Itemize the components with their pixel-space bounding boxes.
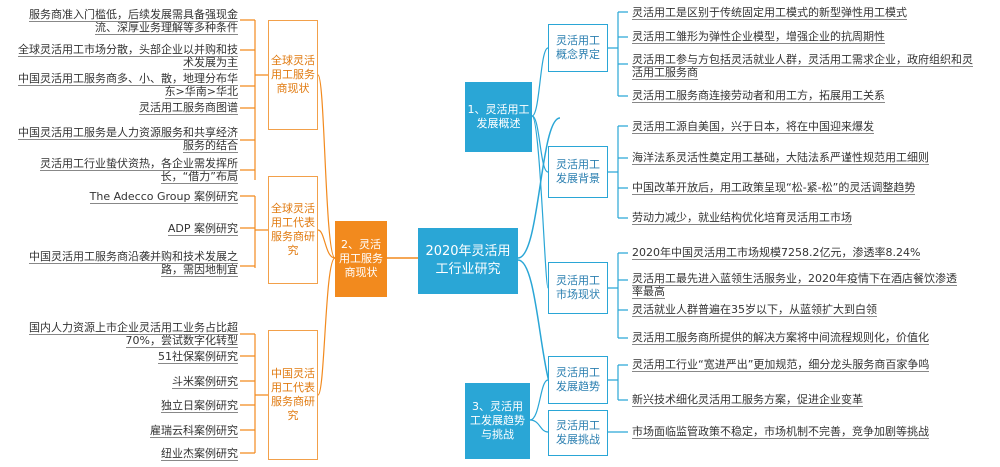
leaf-item[interactable]: 服务商准入门槛低，后续发展需具备强现金流、深厚业务理解等多种条件 xyxy=(29,8,238,35)
connector xyxy=(531,115,549,173)
connector xyxy=(529,379,549,421)
leaf-item[interactable]: 灵活用工是区别于传统固定用工模式的新型弹性用工模式 xyxy=(632,6,907,20)
node-label: 灵活用工发展背景 xyxy=(556,158,600,185)
leaf-item[interactable]: 中国灵活用工服务商多、小、散，地理分布华东>华南>华北 xyxy=(18,72,238,99)
node-label: 灵活用工发展挑战 xyxy=(556,419,600,446)
connector xyxy=(317,74,336,259)
connector xyxy=(608,125,628,219)
node-background[interactable]: 灵活用工发展背景 xyxy=(548,146,608,198)
branch-overview[interactable]: 1、灵活用工发展概述 xyxy=(465,82,532,152)
leaf-item[interactable]: 雇瑞云科案例研究 xyxy=(150,424,238,438)
leaf-item[interactable]: 2020年中国灵活用工市场规模7258.2亿元，渗透率8.24% xyxy=(632,246,921,260)
node-challenge[interactable]: 灵活用工发展挑战 xyxy=(548,410,608,456)
connector xyxy=(240,19,268,180)
node-market[interactable]: 灵活用工市场现状 xyxy=(548,262,608,314)
leaf-item[interactable]: 海洋法系灵活性奠定用工基础，大陆法系严谨性规范用工细则 xyxy=(632,151,929,165)
connector xyxy=(317,229,336,259)
connector xyxy=(608,11,628,97)
connector xyxy=(608,364,628,401)
connector xyxy=(317,257,336,396)
node-label: 全球灵活用工代表服务商研究 xyxy=(271,202,315,257)
node-label: 全球灵活用工服务商现状 xyxy=(271,54,315,95)
root-node[interactable]: 2020年灵活用工行业研究 xyxy=(418,228,518,294)
node-label: 灵活用工市场现状 xyxy=(556,274,600,301)
leaf-item[interactable]: 中国灵活用工服务是人力资源服务和共享经济服务的结合 xyxy=(18,126,238,153)
leaf-item[interactable]: 灵活用工最先进入蓝领生活服务业，2020年疫情下在酒店餐饮渗透率最高 xyxy=(632,272,957,299)
connector xyxy=(240,333,268,454)
leaf-item[interactable]: 独立日案例研究 xyxy=(161,399,238,413)
leaf-item[interactable]: 中国改革开放后，用工政策呈现“松-紧-松”的灵活调整趋势 xyxy=(632,181,916,195)
node-concept[interactable]: 灵活用工概念界定 xyxy=(548,24,608,72)
connector xyxy=(517,117,561,259)
node-label: 灵活用工概念界定 xyxy=(556,34,600,61)
connector xyxy=(531,47,549,117)
leaf-item[interactable]: 劳动力减少，就业结构优化培育灵活用工市场 xyxy=(632,211,852,225)
leaf-item[interactable]: The Adecco Group 案例研究 xyxy=(89,190,238,204)
leaf-item[interactable]: 灵活用工行业“宽进严出”更加规范，细分龙头服务商百家争鸣 xyxy=(632,358,930,372)
connector xyxy=(529,419,549,433)
connector xyxy=(240,195,268,268)
leaf-item[interactable]: 灵活用工源自美国，兴于日本，将在中国迎来爆发 xyxy=(632,120,874,134)
branch-label: 3、灵活用工发展趋势与挑战 xyxy=(470,400,525,441)
node-china-reps[interactable]: 中国灵活用工代表服务商研究 xyxy=(268,330,318,460)
leaf-item[interactable]: 51社保案例研究 xyxy=(158,350,238,364)
leaf-item[interactable]: ADP 案例研究 xyxy=(167,222,238,236)
leaf-item[interactable]: 纽业杰案例研究 xyxy=(161,447,238,461)
leaf-item[interactable]: 全球灵活用工市场分散，头部企业以并购和技术发展为主 xyxy=(18,43,238,70)
node-global-status[interactable]: 全球灵活用工服务商现状 xyxy=(268,20,318,130)
leaf-item[interactable]: 灵活用工服务商连接劳动者和用工方，拓展用工关系 xyxy=(632,89,885,103)
branch-label: 2、灵活用工服务商现状 xyxy=(339,238,383,279)
leaf-item[interactable]: 国内人力资源上市企业灵活用工业务占比超70%，尝试数字化转型 xyxy=(29,321,238,348)
leaf-item[interactable]: 市场面临监管政策不稳定，市场机制不完善，竞争加剧等挑战 xyxy=(632,425,929,439)
node-trend[interactable]: 灵活用工发展趋势 xyxy=(548,356,608,404)
leaf-item[interactable]: 灵活用工雏形为弹性企业模型，增强企业的抗周期性 xyxy=(632,30,885,44)
leaf-item[interactable]: 灵活用工参与方包括灵活就业人群，灵活用工需求企业，政府组织和灵活用工服务商 xyxy=(632,53,973,80)
branch-label: 1、灵活用工发展概述 xyxy=(467,103,530,130)
connector xyxy=(608,252,628,339)
leaf-item[interactable]: 中国灵活用工服务商沿袭并购和技术发展之路，需因地制宜 xyxy=(29,250,238,277)
leaf-item[interactable]: 灵活用工服务商图谱 xyxy=(139,101,238,115)
connector xyxy=(531,115,549,289)
leaf-item[interactable]: 新兴技术细化灵活用工服务方案，促进企业变革 xyxy=(632,393,863,407)
leaf-item[interactable]: 灵活就业人群普遍在35岁以下，从蓝领扩大到白领 xyxy=(632,303,877,317)
leaf-item[interactable]: 灵活用工服务商所提供的解决方案将中间流程规则化，价值化 xyxy=(632,331,929,345)
branch-trends[interactable]: 3、灵活用工发展趋势与挑战 xyxy=(465,383,530,459)
node-global-reps[interactable]: 全球灵活用工代表服务商研究 xyxy=(268,176,318,284)
leaf-item[interactable]: 斗米案例研究 xyxy=(172,375,238,389)
leaf-item[interactable]: 灵活用工行业蛰伏资热，各企业需发挥所长，“借力”布局 xyxy=(40,157,238,184)
node-label: 灵活用工发展趋势 xyxy=(556,366,600,393)
node-label: 中国灵活用工代表服务商研究 xyxy=(271,367,315,422)
root-label: 2020年灵活用工行业研究 xyxy=(425,244,511,277)
branch-providers[interactable]: 2、灵活用工服务商现状 xyxy=(335,221,387,297)
